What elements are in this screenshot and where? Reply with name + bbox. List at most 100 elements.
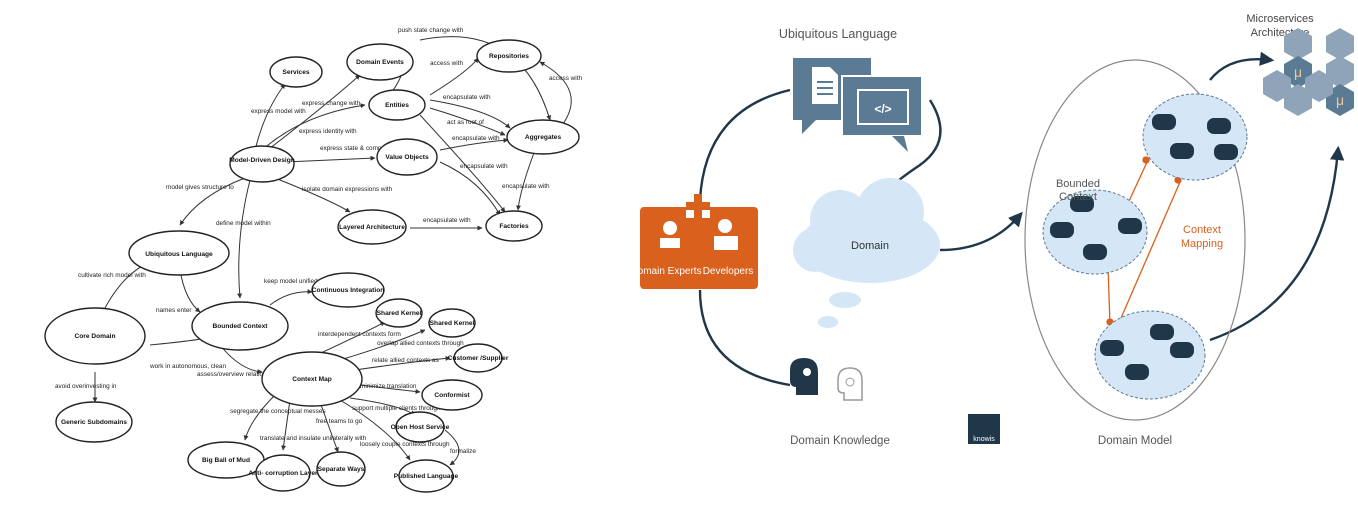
edge-label: cultivate rich model with <box>78 272 146 279</box>
node-open-host-service: Open Host Service <box>391 411 450 443</box>
edge-label: overlap allied contexts through <box>377 340 464 347</box>
node-shared-kernel-2: Shared Kernel <box>428 308 476 338</box>
edge-label: express state & computation with <box>320 145 414 152</box>
svg-text:Aggregates: Aggregates <box>525 134 562 141</box>
edge-label: express change with <box>302 100 361 107</box>
edge-mdd-entities <box>259 103 366 153</box>
edge-label: names enter <box>156 307 192 314</box>
svg-text:Entities: Entities <box>385 102 409 109</box>
node-customer-supplier: Customer /Supplier <box>448 343 509 373</box>
domain-model-ellipse <box>1024 59 1246 421</box>
svg-text:Ubiquitous Language: Ubiquitous Language <box>145 251 213 258</box>
edge-label: define model within <box>216 220 271 227</box>
head-gears-icon <box>790 358 818 395</box>
line-experts-knowledge <box>698 289 791 387</box>
node-shared-kernel-1: Shared Kernel <box>375 298 423 328</box>
context-mapping-line2: Mapping <box>1181 238 1223 250</box>
micro-symbol: μ <box>1294 64 1302 80</box>
bounded-context-label-line2: Context <box>1059 191 1097 203</box>
node-domain-events: Domain Events <box>346 43 414 81</box>
svg-text:Repositories: Repositories <box>489 53 529 60</box>
micro-symbol: μ <box>1336 92 1344 108</box>
node-ubiquitous-language: Ubiquitous Language <box>128 230 230 276</box>
node-separate-ways: Separate Ways <box>316 451 366 487</box>
edge-label: segregate the conceptual messes <box>230 408 326 415</box>
edge-label: keep model unified by <box>264 278 327 285</box>
code-speech-bubble: </> <box>841 75 923 152</box>
edge-value-factories <box>439 161 501 216</box>
edge-aggregates-factories <box>515 149 536 211</box>
edge-entities-aggregates-2 <box>429 107 506 136</box>
edge-label: avoid overinvesting in <box>55 383 117 390</box>
edge-bounded-continuous <box>269 289 313 306</box>
domain-model-label: Domain Model <box>1098 435 1172 447</box>
developer-icon <box>718 219 732 233</box>
node-factories: Factories <box>485 210 543 242</box>
edge-label: access with <box>430 60 463 67</box>
domain-experts-label: Domain Experts <box>630 266 701 277</box>
developers-label: Developers <box>703 266 754 277</box>
edge-core-bounded <box>149 337 206 346</box>
svg-text:Core Domain: Core Domain <box>74 333 115 340</box>
svg-text:Customer /Supplier: Customer /Supplier <box>448 355 509 362</box>
svg-text:knowis: knowis <box>973 436 995 443</box>
node-services: Services <box>269 56 323 88</box>
node-value-objects: Value Objects <box>376 138 438 176</box>
edge-label: encapsulate with <box>502 183 550 190</box>
document-icon <box>812 67 838 104</box>
flow-lines <box>698 51 1345 387</box>
node-generic-subdomains: Generic Subdomains <box>55 401 133 443</box>
edge-entities-aggregates <box>429 99 511 129</box>
svg-text:Big Ball of Mud: Big Ball of Mud <box>202 457 250 464</box>
edge-label: model gives structure to <box>166 184 234 191</box>
hexagon <box>1305 70 1333 102</box>
node-core-domain: Core Domain <box>44 307 146 365</box>
head-outline-icon <box>837 367 863 401</box>
edge-label: isolate domain expressions with <box>302 186 393 193</box>
hexagon <box>1326 28 1354 60</box>
context-mapping-line1: Context <box>1183 224 1221 236</box>
node-entities: Entities <box>368 89 426 121</box>
svg-text:Factories: Factories <box>499 223 529 230</box>
bounded-context-left <box>1042 189 1148 275</box>
edge-value-aggregates <box>439 137 509 151</box>
edge-label: act as root of <box>447 119 484 126</box>
edge-label: relate allied contexts as <box>372 357 439 364</box>
edge-contextmap-published <box>339 399 411 461</box>
svg-text:</>: </> <box>874 102 891 116</box>
edge-contextmap-customer <box>354 355 451 371</box>
edge-label: interdependent contexts form <box>318 331 401 338</box>
node-published-language: Published Language <box>394 459 459 493</box>
line-language-experts <box>698 88 791 201</box>
svg-text:Context Map: Context Map <box>292 376 332 383</box>
domain-cloud: Domain <box>793 178 940 328</box>
edge-openhost-published <box>444 429 460 466</box>
node-bounded-context: Bounded Context <box>191 301 289 351</box>
svg-text:Bounded Context: Bounded Context <box>213 323 269 330</box>
edge-contextmap-conformist <box>359 384 421 394</box>
line-model-micro-2 <box>1209 145 1345 342</box>
code-window-icon <box>857 89 909 125</box>
edge-label: minimize translation <box>360 383 417 390</box>
svg-text:Continuous Integration: Continuous Integration <box>312 287 385 294</box>
edge-mdd-domain-events <box>264 74 361 153</box>
svg-text:Layered Architecture: Layered Architecture <box>339 224 405 231</box>
bounded-context-label-line1: Bounded <box>1056 178 1100 190</box>
concept-edges <box>92 36 572 466</box>
bounded-context-top <box>1142 93 1248 181</box>
svg-text:Published Language: Published Language <box>394 473 459 480</box>
edge-label: free teams to go <box>316 418 363 425</box>
edge-label: express model with <box>251 108 306 115</box>
hexagon <box>1263 70 1291 102</box>
edge-mdd-value <box>284 155 376 163</box>
microservices-line1: Microservices <box>1246 13 1314 25</box>
svg-text:Shared Kernel: Shared Kernel <box>430 320 475 327</box>
domain-knowledge-label: Domain Knowledge <box>790 435 890 447</box>
edge-label: formalize <box>450 448 476 455</box>
svg-text:Open Host Service: Open Host Service <box>391 424 450 431</box>
edge-label: loosely couple contexts through <box>360 441 450 448</box>
ubiquitous-language-title: Ubiquitous Language <box>779 27 897 41</box>
svg-text:Services: Services <box>282 69 309 76</box>
svg-text:Separate Ways: Separate Ways <box>318 466 365 473</box>
node-context-map: Context Map <box>261 351 363 407</box>
